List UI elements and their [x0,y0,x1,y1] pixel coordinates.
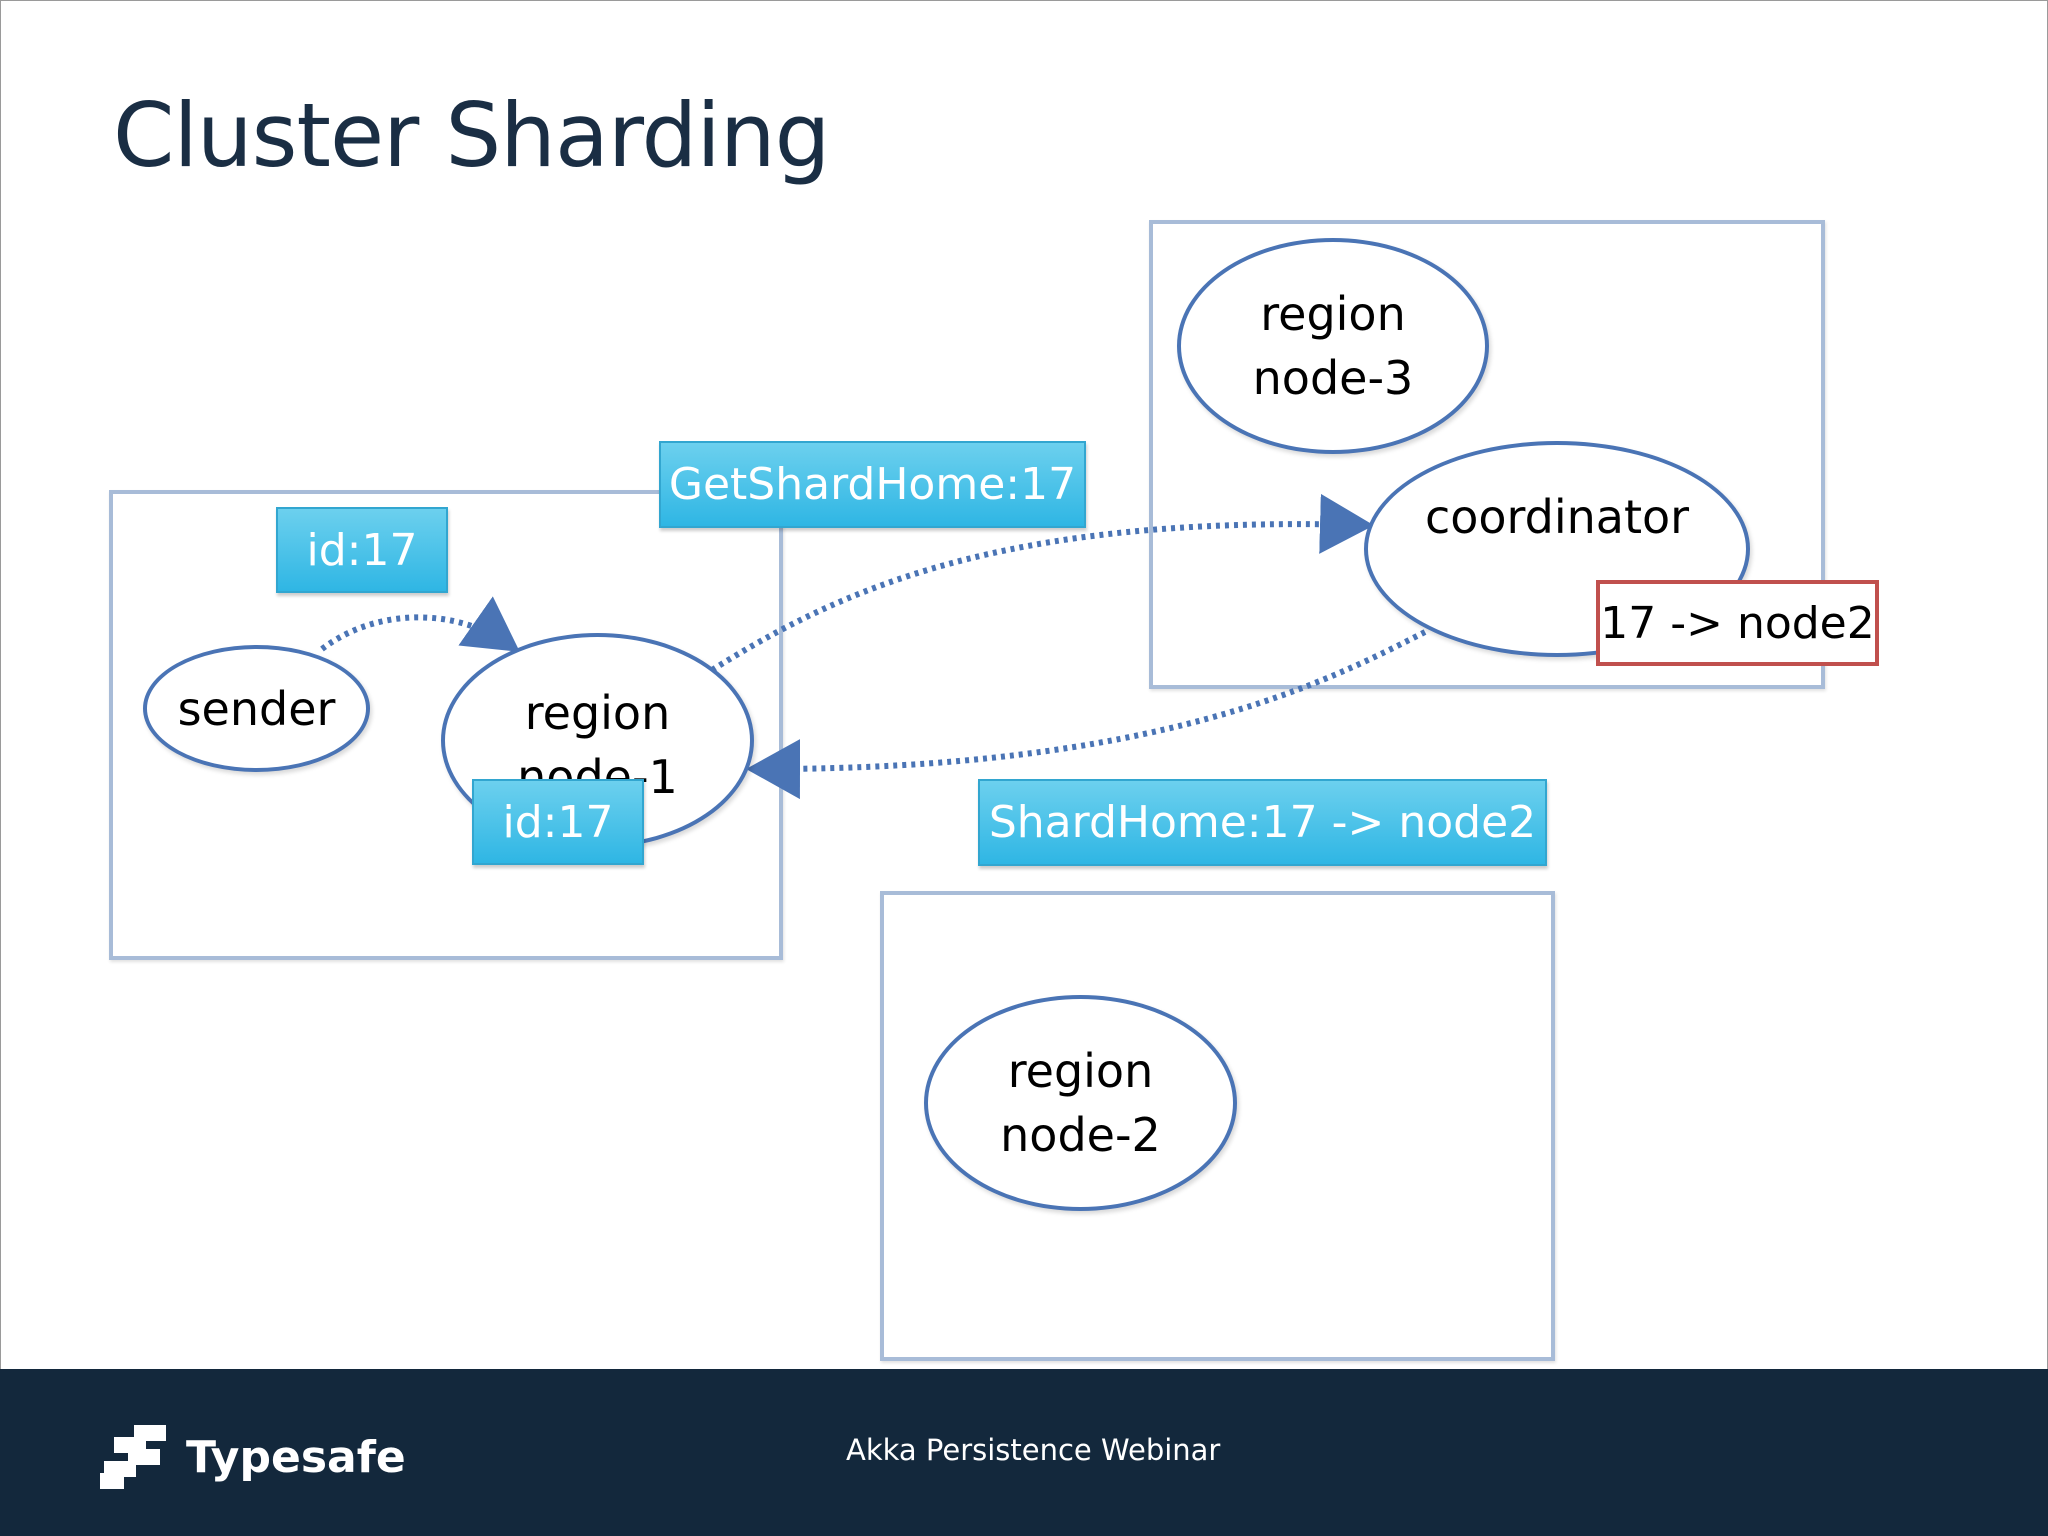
node-2-box [880,891,1555,1361]
footer-bar [0,1369,2048,1536]
get-shard-home-label: GetShardHome:17 [668,459,1077,510]
region-node-3-line2: node-3 [1252,351,1414,405]
node-1-box [109,490,783,960]
brand-logo: Typesafe [100,1425,406,1489]
sender-label: sender [177,681,336,736]
typesafe-logo-icon [100,1425,166,1489]
region-node-3-ellipse: region node-3 [1177,238,1489,454]
message-id-17-top-label: id:17 [306,524,418,576]
node-3-box [1149,220,1825,689]
shard-home-label: ShardHome:17 -> node2 [988,797,1537,848]
message-id-17-top: id:17 [276,507,448,593]
brand-name: Typesafe [186,1431,406,1483]
region-node-2-line2: node-2 [1000,1108,1161,1162]
shard-mapping-box: 17 -> node2 [1596,580,1879,666]
message-id-17-bottom: id:17 [472,779,644,865]
coordinator-label: coordinator [1424,490,1690,544]
arrow-sender-to-region [320,596,520,652]
region-node-3-line1: region [1260,287,1406,341]
region-node-1-line1: region [524,686,671,740]
shard-home-message: ShardHome:17 -> node2 [978,779,1547,866]
region-node-2-line1: region [1007,1044,1154,1098]
get-shard-home-message: GetShardHome:17 [659,441,1086,528]
arrow-coordinator-to-region [746,629,1427,800]
footer-caption: Akka Persistence Webinar [846,1433,1221,1467]
sender-ellipse: sender [143,645,370,772]
shard-mapping-label: 17 -> node2 [1600,597,1875,649]
arrow-region-to-coordinator [710,493,1374,673]
message-id-17-bottom-label: id:17 [502,796,614,848]
region-node-2-ellipse: region node-2 [924,995,1237,1211]
slide-title: Cluster Sharding [113,84,830,187]
